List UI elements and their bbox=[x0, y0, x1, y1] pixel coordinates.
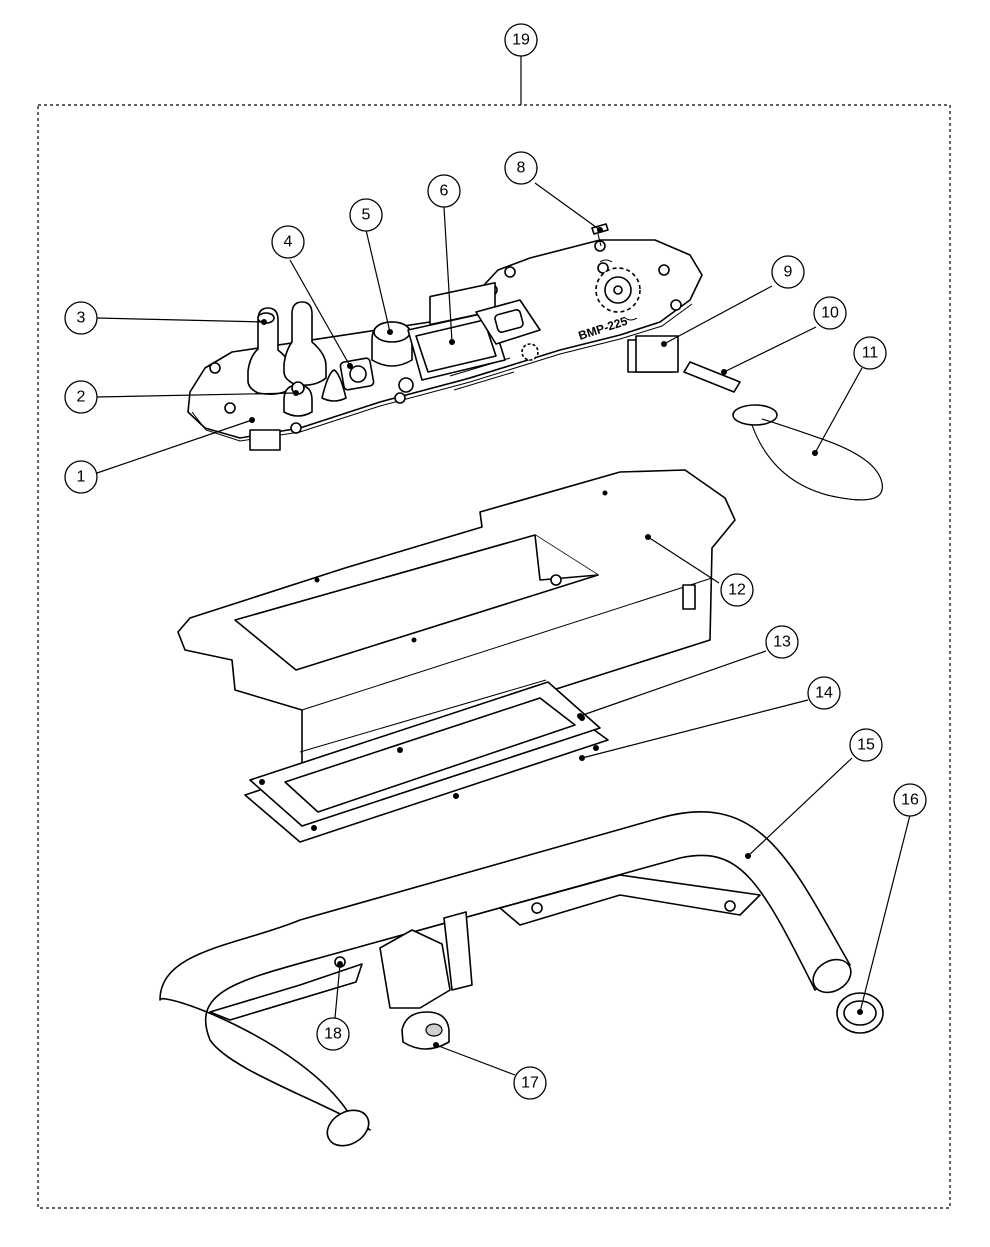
callout-4: 4 bbox=[271, 225, 305, 259]
svg-text:3: 3 bbox=[77, 310, 86, 327]
callout-15: 15 bbox=[849, 728, 883, 762]
gasket-and-plate bbox=[244, 679, 609, 843]
svg-text:4: 4 bbox=[284, 234, 293, 251]
svg-text:17: 17 bbox=[521, 1075, 539, 1092]
callout-11: 11 bbox=[853, 336, 887, 370]
callout-12: 12 bbox=[720, 573, 754, 607]
connector-plug bbox=[635, 335, 679, 373]
connector-bracket bbox=[683, 361, 741, 393]
rotary-switch bbox=[339, 357, 375, 391]
svg-text:14: 14 bbox=[815, 685, 833, 702]
joystick-lever bbox=[247, 301, 327, 395]
svg-text:13: 13 bbox=[773, 634, 791, 651]
lanyard-strap bbox=[732, 404, 883, 501]
svg-text:8: 8 bbox=[517, 160, 526, 177]
callout-1: 1 bbox=[64, 460, 98, 494]
svg-text:11: 11 bbox=[862, 345, 879, 362]
callout-14: 14 bbox=[807, 676, 841, 710]
callout-5: 5 bbox=[349, 198, 383, 232]
callout-8: 8 bbox=[504, 151, 538, 185]
assembly-boundary bbox=[37, 104, 951, 1209]
lcd-display bbox=[407, 311, 506, 381]
svg-text:19: 19 bbox=[512, 32, 530, 49]
callout-17: 17 bbox=[513, 1066, 547, 1100]
callout-13: 13 bbox=[765, 625, 799, 659]
callout-18: 18 bbox=[316, 1017, 350, 1051]
svg-text:15: 15 bbox=[857, 737, 875, 754]
svg-text:2: 2 bbox=[77, 389, 86, 406]
svg-text:9: 9 bbox=[784, 264, 793, 281]
callout-6: 6 bbox=[427, 174, 461, 208]
push-button-module bbox=[475, 299, 541, 345]
callout-16: 16 bbox=[893, 783, 927, 817]
svg-text:16: 16 bbox=[901, 792, 919, 809]
callout-19: 19 bbox=[504, 23, 538, 57]
callout-2: 2 bbox=[64, 380, 98, 414]
callout-10: 10 bbox=[813, 296, 847, 330]
svg-text:5: 5 bbox=[362, 207, 371, 224]
leader-lines bbox=[96, 56, 911, 1076]
handle-tube bbox=[159, 811, 852, 1147]
svg-text:18: 18 bbox=[324, 1026, 342, 1043]
svg-text:6: 6 bbox=[440, 183, 449, 200]
svg-text:12: 12 bbox=[728, 582, 746, 599]
console-housing bbox=[177, 469, 736, 771]
callout-9: 9 bbox=[771, 255, 805, 289]
svg-text:1: 1 bbox=[77, 469, 86, 486]
callout-3: 3 bbox=[64, 301, 98, 335]
emergency-stop-button bbox=[371, 321, 413, 367]
svg-text:10: 10 bbox=[821, 305, 839, 322]
clamp-knob bbox=[401, 1011, 450, 1050]
